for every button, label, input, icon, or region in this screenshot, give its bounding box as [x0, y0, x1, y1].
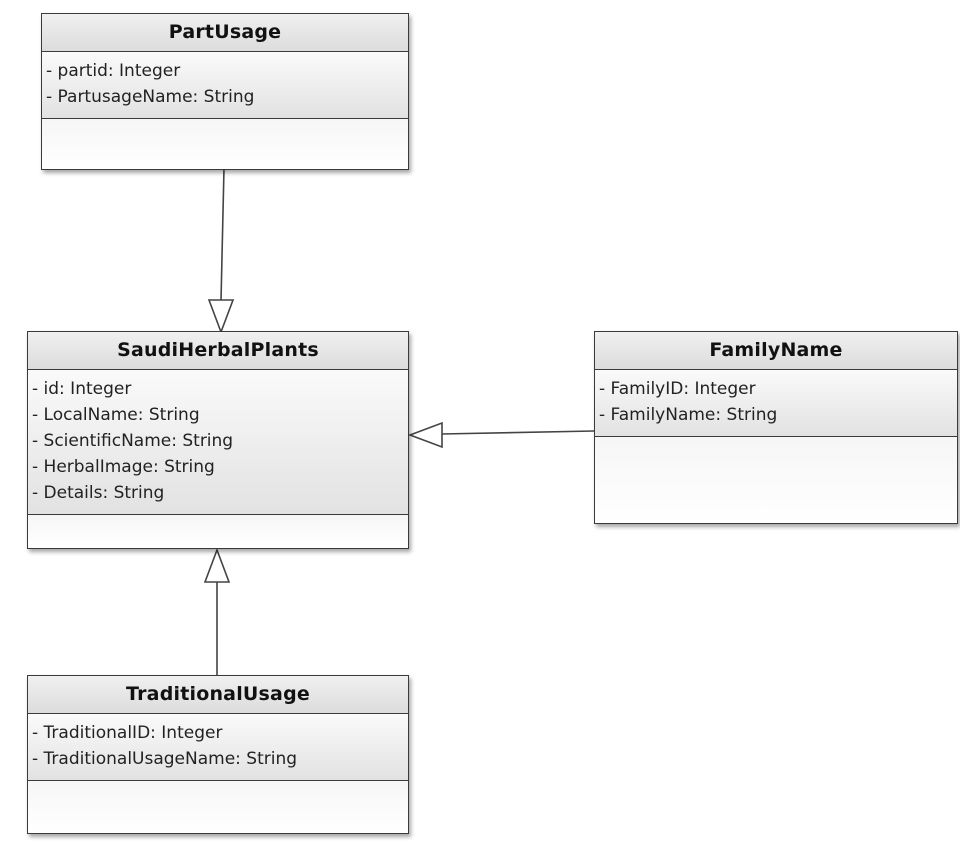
attribute: - ScientificName: String	[32, 431, 234, 451]
attribute-compartment: - FamilyID: Integer - FamilyName: String	[595, 370, 957, 437]
generalization-partusage-to-saudiherbalplants	[207, 167, 235, 335]
class-traditionalusage[interactable]: TraditionalUsage - TraditionalID: Intege…	[27, 675, 409, 834]
class-saudiherbalplants[interactable]: SaudiHerbalPlants - id: Integer - LocalN…	[27, 331, 409, 549]
class-familyname[interactable]: FamilyName - FamilyID: Integer - FamilyN…	[594, 331, 958, 524]
attribute: - PartusageName: String	[46, 87, 255, 107]
generalization-familyname-to-saudiherbalplants	[407, 421, 595, 449]
attribute-compartment: - TraditionalID: Integer - TraditionalUs…	[28, 714, 408, 781]
attribute: - id: Integer	[32, 379, 132, 399]
class-name: PartUsage	[42, 14, 408, 52]
attribute: - LocalName: String	[32, 405, 200, 425]
attribute: - FamilyID: Integer	[599, 379, 756, 399]
attribute: - TraditionalUsageName: String	[32, 749, 298, 769]
generalization-traditionalusage-to-saudiherbalplants	[203, 547, 231, 675]
generalization-arrowhead	[203, 547, 231, 583]
class-name: TraditionalUsage	[28, 676, 408, 714]
operation-compartment	[42, 119, 408, 169]
operation-compartment	[28, 781, 408, 833]
operation-compartment	[28, 515, 408, 548]
class-partusage[interactable]: PartUsage - partid: Integer - PartusageN…	[41, 13, 409, 170]
class-name: SaudiHerbalPlants	[28, 332, 408, 370]
attribute: - TraditionalID: Integer	[32, 723, 223, 743]
class-name: FamilyName	[595, 332, 957, 370]
attribute: - partid: Integer	[46, 61, 181, 81]
connector-line	[220, 167, 225, 302]
connector-line	[440, 430, 595, 435]
attribute: - FamilyName: String	[599, 405, 778, 425]
generalization-arrowhead	[207, 299, 235, 335]
operation-compartment	[595, 437, 957, 523]
attribute: - HerbalImage: String	[32, 457, 215, 477]
attribute-compartment: - partid: Integer - PartusageName: Strin…	[42, 52, 408, 119]
attribute-compartment: - id: Integer - LocalName: String - Scie…	[28, 370, 408, 515]
generalization-arrowhead	[407, 421, 443, 449]
attribute: - Details: String	[32, 483, 165, 503]
